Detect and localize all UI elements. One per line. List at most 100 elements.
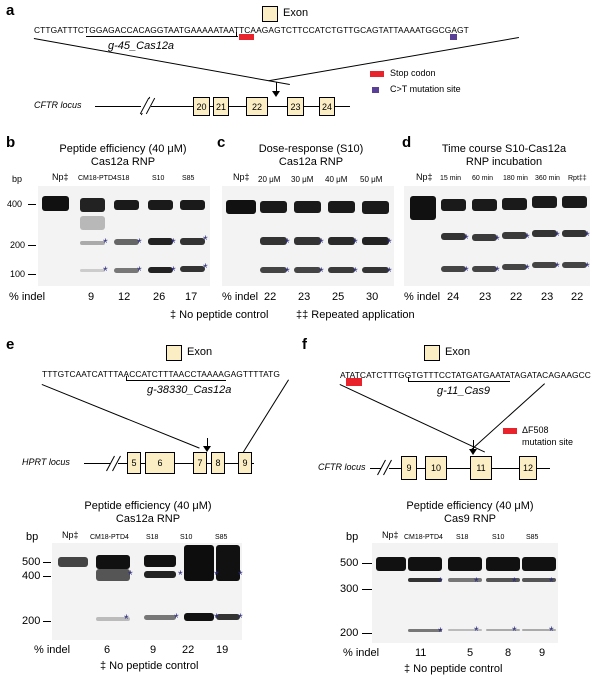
cut-site-arrow-f	[473, 440, 474, 453]
star-icon: *	[103, 264, 108, 278]
legend-deletion-label2: mutation site	[522, 437, 574, 447]
lane-np-d: Np‡	[416, 172, 433, 182]
exon-5: 5	[127, 452, 141, 474]
locus-label-e: HPRT locus	[22, 457, 70, 467]
gel-f	[372, 543, 558, 643]
panel-b-title1: Peptide efficiency (40 μM)	[59, 143, 187, 155]
star-icon: *	[549, 575, 554, 589]
exon-9-f: 9	[401, 456, 417, 480]
exon-legend-label-f: Exon	[445, 346, 471, 358]
deletion-mark	[346, 378, 362, 386]
indel-e-cm18: 6	[104, 644, 111, 656]
lane-s10-b: S10	[152, 175, 165, 182]
lane-s18-f: S18	[456, 534, 469, 541]
lane-np-c: Np‡	[233, 172, 250, 182]
exon-legend-swatch-f	[424, 345, 440, 361]
star-icon: *	[387, 236, 392, 250]
guide-name-e: g-38330_Cas12a	[147, 384, 232, 396]
star-icon: *	[387, 265, 392, 279]
guide-name: g-45_Cas12a	[108, 40, 175, 52]
panel-d-title2: RNP incubation	[465, 156, 543, 168]
star-icon: *	[238, 611, 243, 625]
star-icon: *	[203, 233, 208, 247]
locus-label-a: CFTR locus	[34, 100, 82, 110]
panel-b-letter: b	[6, 134, 16, 151]
star-icon: *	[585, 229, 590, 243]
stop-codon-mark	[239, 34, 254, 40]
star-icon: *	[353, 265, 358, 279]
bp-tick-200-f: 200	[340, 627, 359, 639]
star-icon: *	[555, 229, 560, 243]
star-icon: *	[474, 575, 479, 589]
lane-np-f: Np‡	[382, 530, 399, 540]
exon-24: 24	[319, 97, 335, 116]
lane-cm18-e: CM18-PTD4	[90, 534, 129, 541]
indel-label-c: % indel	[222, 291, 259, 303]
panel-a-letter: a	[6, 2, 15, 19]
lane-20-c: 20 μM	[258, 175, 281, 184]
legend-deletion-label1: ΔF508	[522, 425, 549, 435]
indel-d-15: 24	[447, 291, 460, 303]
star-icon: *	[512, 624, 517, 638]
indel-label-b: % indel	[9, 291, 46, 303]
panel-c-title1: Dose-response (S10)	[258, 143, 364, 155]
exon-7: 7	[193, 452, 207, 474]
guide-name-f: g-11_Cas9	[437, 385, 490, 397]
star-icon: *	[512, 575, 517, 589]
star-icon: *	[171, 264, 176, 278]
panel-d-title1: Time course S10-Cas12a	[441, 143, 567, 155]
star-icon: *	[124, 612, 129, 626]
legend-deletion-swatch	[503, 428, 517, 434]
lane-360-d: 360 min	[535, 175, 560, 182]
star-icon: *	[214, 568, 219, 582]
indel-f-cm18: 11	[415, 647, 427, 659]
indel-f-s18: 5	[467, 647, 474, 659]
bp-label-e: bp	[26, 531, 39, 543]
lane-s85-b: S85	[182, 175, 195, 182]
guide-underline	[86, 36, 238, 37]
panel-f-title1: Peptide efficiency (40 μM)	[406, 500, 534, 512]
cut-site-arrow-e	[207, 438, 208, 450]
cut-site-arrow-a	[276, 82, 277, 95]
indel-e-s85: 19	[216, 644, 229, 656]
indel-d-180: 22	[510, 291, 523, 303]
legend-mut-label: C>T mutation site	[390, 84, 461, 94]
star-icon: *	[474, 624, 479, 638]
exon-20: 20	[193, 97, 210, 116]
star-icon: *	[319, 236, 324, 250]
exon-legend-label-e: Exon	[187, 346, 213, 358]
band-s10-400	[148, 200, 173, 210]
star-icon: *	[137, 264, 142, 278]
band-np-400	[42, 196, 69, 211]
lane-np-e: Np‡	[62, 530, 79, 540]
panel-c-letter: c	[217, 134, 226, 151]
exon-22: 22	[246, 97, 268, 116]
band-cm18-400	[80, 198, 105, 212]
target-sequence-f: ATATCATCTTTGGTGTTTCCTATGATGAATATAGATACAG…	[340, 370, 591, 380]
star-icon: *	[214, 611, 219, 625]
panel-f-title2: Cas9 RNP	[444, 513, 496, 525]
indel-c-40: 25	[332, 291, 345, 303]
star-icon: *	[585, 260, 590, 274]
star-icon: *	[285, 265, 290, 279]
star-icon: *	[178, 568, 183, 582]
bp-tick-500-f: 500	[340, 557, 359, 569]
exon-21: 21	[213, 97, 229, 116]
indel-c-20: 22	[264, 291, 277, 303]
bp-label-b: bp	[12, 174, 23, 184]
target-sequence: CTTGATTTCTGGAGACCACAGGTAATGAAAAATAATTCAA…	[34, 25, 469, 35]
lane-s85-e: S85	[215, 534, 228, 541]
indel-c-30: 23	[298, 291, 311, 303]
star-icon: *	[103, 236, 108, 250]
bp-tick-200-e: 200	[22, 615, 41, 627]
locus-label-f: CFTR locus	[318, 462, 366, 472]
exon-23: 23	[287, 97, 304, 116]
legend-stop-label: Stop codon	[390, 68, 436, 78]
lane-s85-f: S85	[526, 534, 539, 541]
indel-b-s18: 12	[118, 291, 131, 303]
indel-b-s85: 17	[185, 291, 198, 303]
lane-60-d: 60 min	[472, 175, 494, 182]
bp-tick-300-f: 300	[340, 583, 359, 595]
indel-f-s85: 9	[539, 647, 546, 659]
panel-b-title2: Cas12a RNP	[90, 156, 156, 168]
